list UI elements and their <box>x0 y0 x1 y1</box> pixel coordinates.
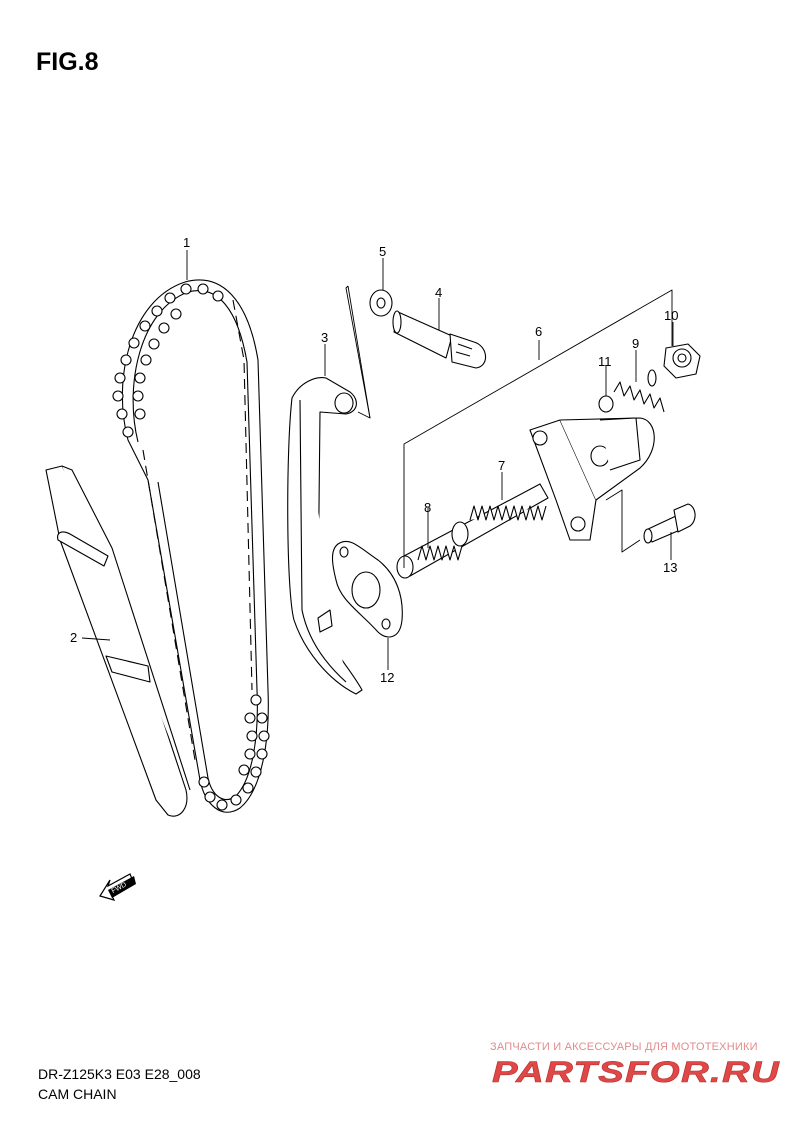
washer <box>369 289 393 317</box>
watermark-logo: PARTSFOR.RU <box>492 1056 780 1088</box>
guide-bolt <box>392 310 487 369</box>
cam-chain-tensioner-guide <box>287 377 363 695</box>
tensioner-gasket <box>331 540 403 638</box>
cam-chain-tensioner <box>396 417 655 579</box>
watermark-logo-text: PARTSFOR.RU <box>492 1056 780 1088</box>
tensioner-bolt <box>643 503 696 544</box>
model-code: DR-Z125K3 E03 E28_008 <box>38 1066 201 1082</box>
figure-caption: CAM CHAIN <box>38 1086 117 1102</box>
callout-6: 6 <box>535 324 542 339</box>
callout-10: 10 <box>664 308 678 323</box>
callout-7: 7 <box>498 458 505 473</box>
callout-2: 2 <box>70 630 77 645</box>
callout-11: 11 <box>598 354 612 369</box>
cam-chain <box>112 279 270 813</box>
callout-4: 4 <box>435 285 442 300</box>
callout-5: 5 <box>379 244 386 259</box>
watermark-tagline: ЗАПЧАСТИ И АКСЕССУАРЫ ДЛЯ МОТОТЕХНИКИ <box>490 1041 758 1053</box>
callout-8: 8 <box>424 500 431 515</box>
figure-title: FIG.8 <box>36 48 99 76</box>
callout-3: 3 <box>321 330 328 345</box>
fwd-arrow-icon: FWD <box>99 873 136 901</box>
callout-13: 13 <box>663 560 677 575</box>
o-ring <box>598 395 614 413</box>
cap-nut <box>663 343 701 379</box>
tensioner-spring <box>613 369 665 413</box>
callouts: 1 2 3 4 5 6 7 8 9 10 11 12 13 <box>70 235 678 685</box>
cam-chain-guide <box>45 465 191 817</box>
callout-12: 12 <box>380 670 394 685</box>
leader-lines <box>81 250 674 670</box>
callout-9: 9 <box>632 336 639 351</box>
callout-1: 1 <box>183 235 190 250</box>
